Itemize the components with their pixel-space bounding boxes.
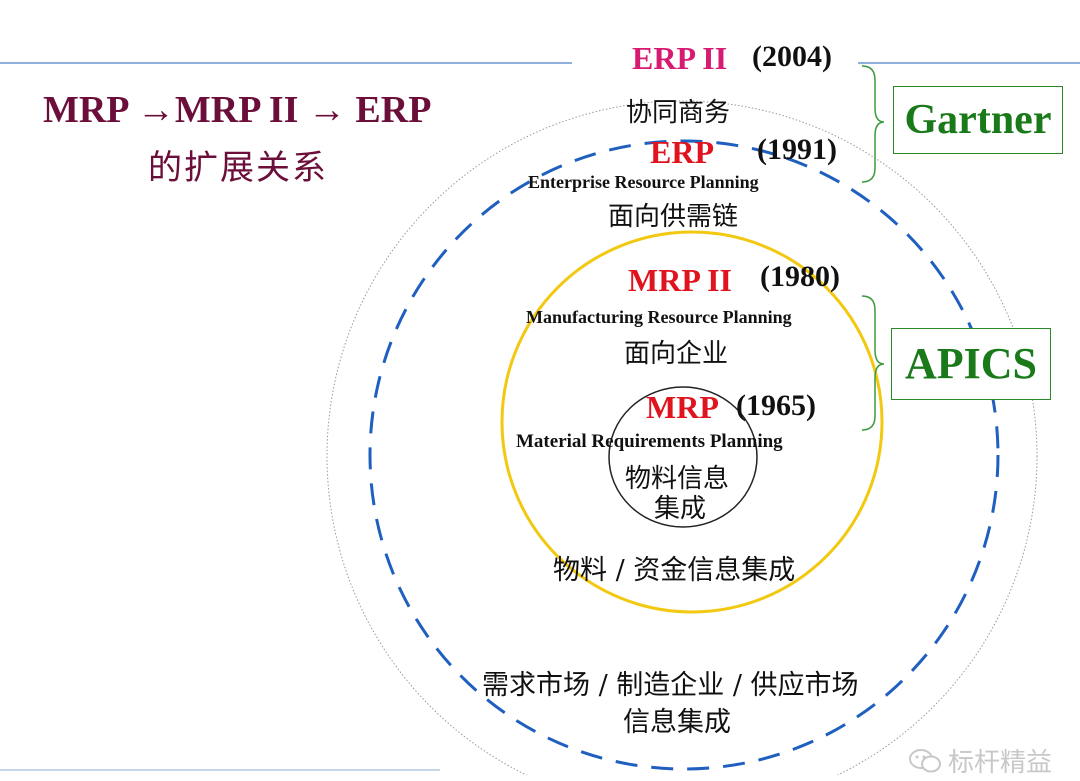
mrp2-label: MRP II [628,262,732,298]
bottom-left-rule [0,769,440,771]
erp-circle [368,139,1000,771]
gartner-label: Gartner [904,97,1052,143]
watermark-text: 标杆精益 [947,748,1052,778]
mrp-label: MRP [646,389,719,425]
mrp-description-line1: 物料信息 [625,464,730,494]
top-right-rule [858,62,1080,64]
mrp2-fullname: Manufacturing Resource Planning [526,307,792,327]
erp2-year: (2004) [752,40,832,73]
mrp2-ring-label: 物料 / 资金信息集成 [553,555,796,586]
apics-label: APICS [904,339,1038,388]
erp-year: (1991) [757,133,837,166]
erp2-description: 协同商务 [626,98,731,128]
mrp-fullname: Material Requirements Planning [516,431,783,452]
watermark: 标杆精益 [908,742,1052,779]
page-title: MRP →MRP II → ERP [43,89,432,131]
apics-box: APICS [891,328,1051,400]
wechat-icon [908,748,942,774]
page-subtitle: 的扩展关系 [148,148,328,188]
gartner-box: Gartner [893,86,1063,154]
erp-ring-label-line1: 需求市场 / 制造企业 / 供应市场 [482,670,859,701]
mrp2-circle [500,230,884,614]
erp-label: ERP [650,134,714,170]
gartner-bracket [861,65,885,183]
erp-description: 面向供需链 [608,202,739,232]
erp-fullname: Enterprise Resource Planning [528,172,759,192]
mrp2-description: 面向企业 [624,339,729,369]
mrp-year: (1965) [736,389,816,422]
erp2-circle [326,100,1038,775]
mrp-circle [608,386,758,528]
apics-bracket [861,295,885,431]
erp-ring-label-line2: 信息集成 [623,707,731,738]
mrp-description-line2: 集成 [654,494,707,524]
mrp2-year: (1980) [760,260,840,293]
erp2-label: ERP II [632,40,728,76]
top-left-rule [0,62,572,64]
